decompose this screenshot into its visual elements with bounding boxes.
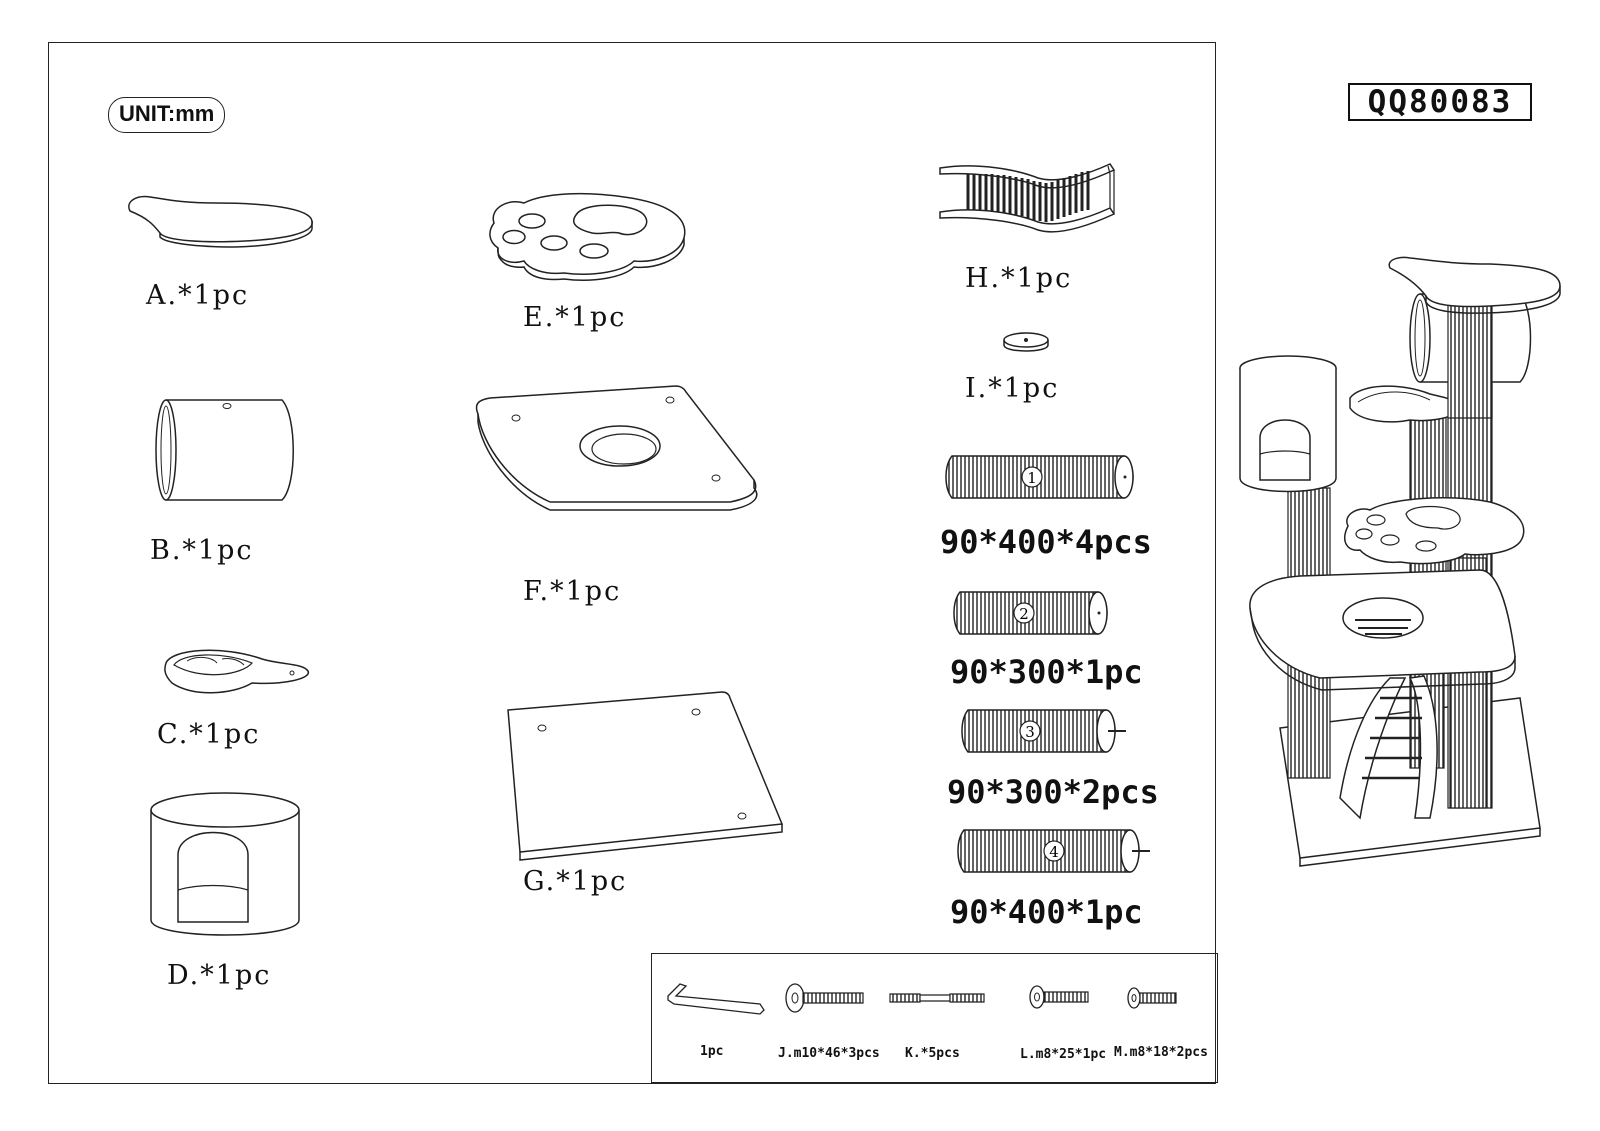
bolt-l-label: L.m8*25*1pc bbox=[1020, 1047, 1107, 1062]
post-1-sisal: 1 bbox=[944, 452, 1136, 502]
bolt-k-icon bbox=[888, 990, 986, 1006]
post-4-number: 4 bbox=[1049, 843, 1059, 861]
part-d-label: D.*1pc bbox=[167, 960, 272, 991]
post-3-size: 90*300*2pcs bbox=[947, 773, 1159, 811]
bolt-m-icon bbox=[1126, 986, 1178, 1010]
parts-list-frame bbox=[48, 42, 1216, 1084]
part-f-label: F.*1pc bbox=[523, 576, 622, 607]
unit-badge: UNIT:mm bbox=[108, 97, 226, 133]
post-1-size: 90*400*4pcs bbox=[940, 523, 1152, 561]
bolt-l-icon bbox=[1028, 984, 1090, 1010]
part-b-label: B.*1pc bbox=[150, 535, 254, 566]
part-i-disk bbox=[1002, 331, 1050, 355]
part-a-label: A.*1pc bbox=[146, 280, 250, 311]
part-e-label: E.*1pc bbox=[523, 302, 627, 333]
post-1-number: 1 bbox=[1027, 469, 1037, 487]
wrench-qty: 1pc bbox=[700, 1044, 724, 1059]
assembled-cat-tree-illustration bbox=[1230, 258, 1600, 878]
bolt-m-label: M.m8*18*2pcs bbox=[1114, 1045, 1208, 1060]
part-c-basket bbox=[162, 645, 312, 700]
part-g-label: G.*1pc bbox=[523, 866, 628, 897]
hex-wrench-icon bbox=[664, 980, 768, 1016]
part-a-platform bbox=[125, 193, 315, 253]
bolt-j-label: J.m10*46*3pcs bbox=[778, 1046, 880, 1061]
bolt-k-label: K.*5pcs bbox=[905, 1046, 960, 1061]
post-4-sisal: 4 bbox=[956, 826, 1152, 876]
part-d-condo bbox=[148, 790, 303, 940]
part-e-paw-platform bbox=[484, 193, 689, 283]
model-number: QQ80083 bbox=[1348, 83, 1532, 121]
post-3-number: 3 bbox=[1025, 723, 1035, 741]
part-f-platform bbox=[470, 384, 770, 524]
bolt-j-icon bbox=[783, 982, 865, 1014]
part-h-ramp bbox=[938, 160, 1118, 235]
post-2-number: 2 bbox=[1019, 605, 1029, 623]
part-c-label: C.*1pc bbox=[157, 719, 261, 750]
part-b-tube bbox=[152, 396, 297, 506]
post-2-sisal: 2 bbox=[952, 588, 1110, 638]
post-2-size: 90*300*1pc bbox=[950, 653, 1143, 691]
part-i-label: I.*1pc bbox=[965, 373, 1060, 404]
hardware-box bbox=[651, 953, 1218, 1083]
post-3-sisal: 3 bbox=[960, 706, 1128, 756]
part-g-base bbox=[506, 688, 786, 863]
part-h-label: H.*1pc bbox=[965, 263, 1073, 294]
post-4-size: 90*400*1pc bbox=[950, 893, 1143, 931]
